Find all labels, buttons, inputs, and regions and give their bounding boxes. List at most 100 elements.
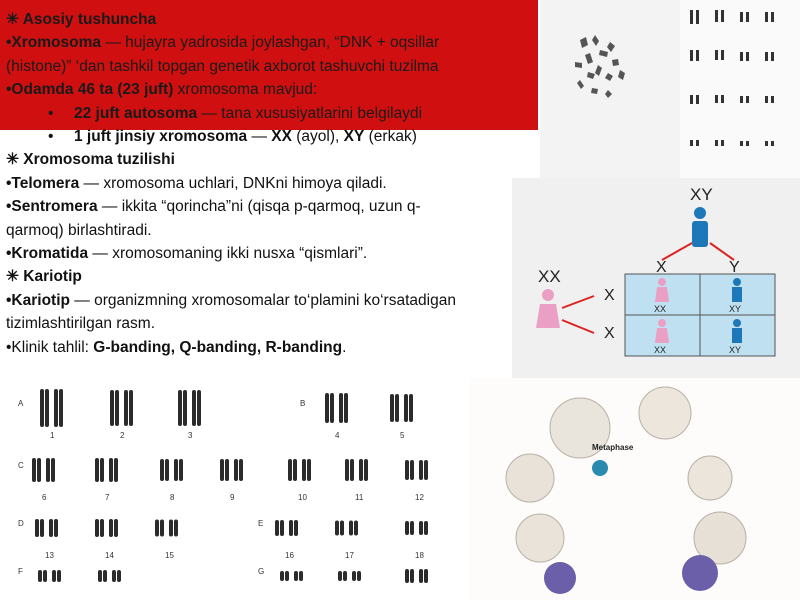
chromosome — [192, 390, 196, 426]
chromosome — [338, 571, 342, 581]
metaphase-label: Metaphase — [592, 443, 634, 452]
chromosome — [345, 459, 349, 481]
col-label-y: Y — [729, 259, 740, 276]
chromosome — [325, 393, 329, 423]
chromosome — [288, 459, 292, 481]
female-figure-icon — [536, 289, 560, 328]
chromosome — [57, 570, 61, 582]
chromosome — [275, 520, 279, 536]
chromosome — [280, 520, 284, 536]
chromosome — [183, 390, 187, 426]
chromosome-number-label: 2 — [120, 431, 125, 440]
chromosome-number-label: 18 — [415, 551, 424, 560]
chromosome — [307, 459, 311, 481]
chromosome — [95, 458, 99, 482]
chromosome — [112, 570, 116, 582]
chromosome — [129, 390, 133, 426]
cell-nucleus — [682, 555, 718, 591]
chromosome — [419, 569, 423, 583]
section-title-structure: ✳ Xromosoma tuzilishi — [6, 151, 175, 169]
chromosome-number-label: 16 — [285, 551, 294, 560]
chromosome — [335, 520, 339, 536]
chromosome-number-label: 13 — [45, 551, 54, 560]
cell-stage — [693, 511, 747, 565]
chromosome — [285, 571, 289, 581]
cell-cycle-image: Metaphase — [470, 378, 800, 600]
chromosome-number-label: 11 — [355, 493, 364, 502]
karyotype-group-label: D — [18, 519, 24, 528]
chromosome-number-label: 15 — [165, 551, 174, 560]
cell-icon-male — [732, 319, 742, 343]
chromosome-number-label: 1 — [50, 431, 55, 440]
chromosome — [160, 519, 164, 537]
cell-stage — [505, 453, 555, 503]
chromosome — [359, 459, 363, 481]
chromosome — [52, 570, 56, 582]
slide-text: ✳ Asosiy tushuncha •Xromosoma — hujayra … — [6, 8, 546, 359]
text-telomera: •Telomera — xromosoma uchlari, DNKni him… — [6, 174, 387, 192]
text-kariotip: •Kariotip — organizmning xromosomalar to… — [6, 291, 456, 309]
male-figure-icon — [692, 207, 708, 247]
karyotype-group-label: E — [258, 519, 263, 528]
text-line-3: •Odamda 46 ta (23 juft) xromosoma mavjud… — [6, 81, 318, 99]
chromosome — [160, 459, 164, 481]
chromosome — [37, 458, 41, 482]
arrow-mother-x2 — [561, 319, 595, 334]
karyotype-image: AB12345C6789101112DE131415161718FG192021… — [0, 378, 470, 600]
chromosome — [45, 389, 49, 427]
section-title-basics: ✳ Asosiy tushuncha — [6, 11, 157, 28]
chromosome — [110, 390, 114, 426]
spindle-marker — [592, 460, 608, 476]
text-kariotip-cont: tizimlashtirilgan rasm. — [6, 315, 156, 333]
chromosome — [197, 390, 201, 426]
chromosome — [289, 520, 293, 536]
cell-icon-female — [655, 278, 669, 302]
text-line-1: •Xromosoma — hujayra yadrosida joylashga… — [6, 34, 440, 52]
chromosome — [114, 519, 118, 537]
text-klinik: •Klinik tahlil: G-banding, Q-banding, R-… — [6, 338, 347, 356]
chromosome — [294, 520, 298, 536]
col-label-x: X — [656, 259, 667, 276]
chromosome — [115, 390, 119, 426]
chromosome-number-label: 6 — [42, 493, 47, 502]
chromosome — [344, 393, 348, 423]
metaphase-spread-graphic — [540, 0, 800, 178]
chromosome-number-label: 17 — [345, 551, 354, 560]
cell-stage — [638, 386, 692, 440]
chromosome — [155, 519, 159, 537]
cell-label: XY — [729, 345, 741, 355]
chromosome — [100, 519, 104, 537]
chromosome — [179, 459, 183, 481]
chromosome — [178, 390, 182, 426]
chromosome — [419, 521, 423, 535]
chromosome — [395, 394, 399, 422]
karyotype-group-label: C — [18, 461, 24, 470]
chromosome — [59, 389, 63, 427]
chromosome — [109, 458, 113, 482]
chromosome — [390, 394, 394, 422]
chromosome — [35, 519, 39, 537]
chromosome — [100, 458, 104, 482]
text-sentromera: •Sentromera — ikkita “qorincha”ni (qisqa… — [6, 198, 421, 216]
chromosome — [405, 460, 409, 480]
chromosome — [174, 459, 178, 481]
cell-stage — [687, 455, 733, 501]
chromosome-number-label: 9 — [230, 493, 235, 502]
chromosome — [410, 460, 414, 480]
chromosome — [169, 519, 173, 537]
chromosome — [280, 571, 284, 581]
chromosome — [302, 459, 306, 481]
chromosome — [352, 571, 356, 581]
karyotype-group-label: B — [300, 399, 305, 408]
chromosome — [424, 569, 428, 583]
chromosome — [340, 520, 344, 536]
arrow-father-x — [661, 242, 693, 261]
cell-cycle-graphic: Metaphase — [505, 386, 747, 594]
chromosome — [40, 389, 44, 427]
text-line-2: (histone)” ‘dan tashkil topgan genetik a… — [6, 57, 439, 75]
cell-label: XX — [654, 304, 666, 314]
chromosome-number-label: 8 — [170, 493, 175, 502]
cell-icon-female — [655, 319, 669, 343]
chromosome-number-label: 4 — [335, 431, 340, 440]
chromosome-number-label: 10 — [298, 493, 307, 502]
